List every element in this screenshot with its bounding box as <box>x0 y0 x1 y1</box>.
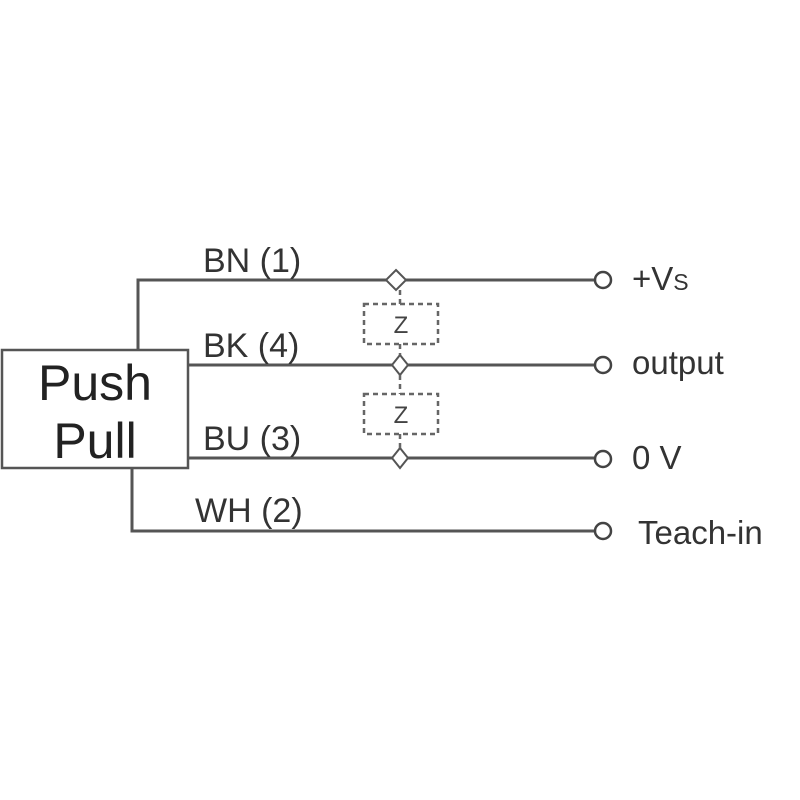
load-z-lower-box <box>362 392 440 436</box>
junction-bu <box>390 446 410 470</box>
load-z-upper: Z <box>362 290 440 355</box>
terminal-vs-label-sub: S <box>673 269 688 295</box>
load-z-upper-label: Z <box>394 312 409 339</box>
push-pull-box <box>0 348 190 470</box>
wire-bn-label: BN (1) <box>203 242 301 280</box>
wire-bu-label: BU (3) <box>203 420 301 458</box>
wire-wh-label: WH (2) <box>195 492 303 530</box>
wire-bk: BK (4) output <box>186 327 724 381</box>
junction-bn <box>384 268 408 292</box>
load-z-upper-box <box>362 302 440 346</box>
push-pull-label-line1: Push <box>38 355 152 411</box>
load-z-lower: Z <box>362 375 440 448</box>
load-z-lower-label: Z <box>394 402 409 429</box>
wire-wh: WH (2) Teach-in <box>130 466 763 551</box>
push-pull-block: Push Pull <box>0 348 190 470</box>
wire-wh-line <box>130 466 597 533</box>
junction-bk <box>390 353 410 377</box>
wire-bk-label: BK (4) <box>203 327 299 365</box>
terminal-teach-in-label: Teach-in <box>638 514 763 551</box>
terminal-vs-label: +VS <box>632 260 689 297</box>
wire-bn-line <box>136 278 597 352</box>
terminal-0v <box>593 449 613 469</box>
wire-bu: BU (3) 0 V <box>186 420 682 476</box>
terminal-vs-label-main: +V <box>632 260 673 297</box>
push-pull-label-line2: Pull <box>53 413 136 469</box>
terminal-output <box>593 355 613 375</box>
terminal-vs <box>593 270 613 290</box>
terminal-output-label: output <box>632 344 724 381</box>
terminal-teach-in <box>593 521 613 541</box>
terminal-0v-label: 0 V <box>632 439 682 476</box>
wire-bn: BN (1) +VS <box>136 242 689 352</box>
